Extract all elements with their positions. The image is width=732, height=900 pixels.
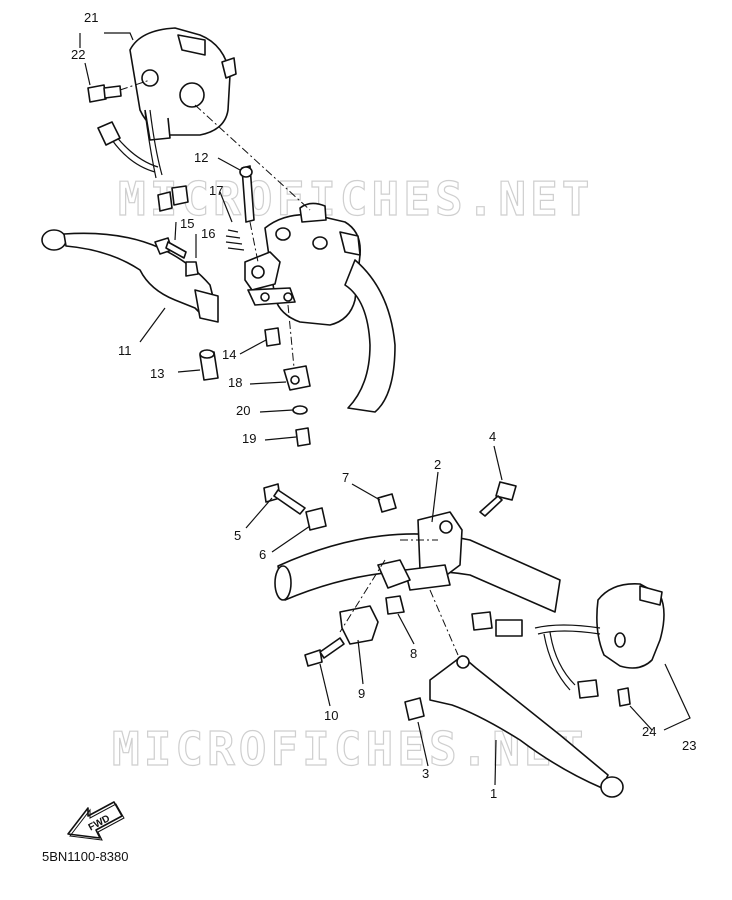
label-4: 4 xyxy=(489,429,496,444)
leader-lines xyxy=(79,32,691,786)
fwd-arrow-icon: FWD xyxy=(67,801,125,841)
label-11: 11 xyxy=(118,343,132,358)
master-cylinder xyxy=(244,202,362,326)
label-14: 14 xyxy=(222,347,236,362)
label-2: 2 xyxy=(434,457,441,472)
right-handlebar-switch xyxy=(596,583,665,669)
label-13: 13 xyxy=(150,366,164,381)
label-3: 3 xyxy=(422,766,429,781)
label-6: 6 xyxy=(259,547,266,562)
label-10: 10 xyxy=(324,708,338,723)
label-22: 22 xyxy=(71,47,85,62)
screw-22 xyxy=(87,84,122,103)
lever-1 xyxy=(429,655,624,798)
label-19: 19 xyxy=(242,431,256,446)
label-20: 20 xyxy=(236,403,250,418)
label-5: 5 xyxy=(234,528,241,543)
label-18: 18 xyxy=(228,375,242,390)
label-23: 23 xyxy=(682,738,696,753)
label-17: 17 xyxy=(209,183,223,198)
lever-perch-2 xyxy=(404,511,463,591)
label-8: 8 xyxy=(410,646,417,661)
watermark-top: MICROFICHES.NET xyxy=(118,172,593,226)
label-15: 15 xyxy=(180,216,194,231)
lever-11 xyxy=(41,229,219,323)
label-16: 16 xyxy=(201,226,215,241)
label-12: 12 xyxy=(194,150,208,165)
label-7: 7 xyxy=(342,470,349,485)
label-1: 1 xyxy=(490,786,497,801)
label-21: 21 xyxy=(84,10,98,25)
label-9: 9 xyxy=(358,686,365,701)
diagram-code: 5BN1100-8380 xyxy=(42,849,129,864)
label-24: 24 xyxy=(642,724,656,739)
left-handlebar-switch xyxy=(129,27,237,141)
